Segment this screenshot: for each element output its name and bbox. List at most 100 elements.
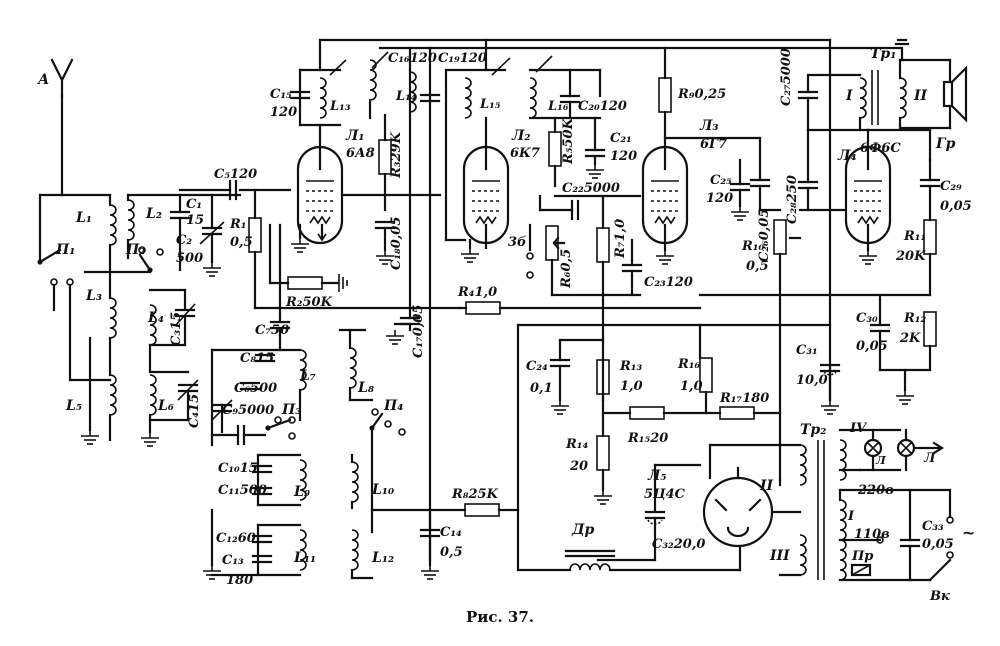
c2-label: C₂ xyxy=(176,233,192,248)
c14-label: C₁₄ xyxy=(440,525,462,540)
coil-l9-label: L₉ xyxy=(293,484,310,500)
lamp1-type: 6А8 xyxy=(346,146,375,161)
mains-symbol: ~ xyxy=(962,523,975,542)
coil-l11-label: L₁₁ xyxy=(293,550,316,566)
c30-value: 0,05 xyxy=(856,339,888,354)
c25-label: C₂₅ xyxy=(710,173,732,188)
lamp2-type: 6К7 xyxy=(510,146,540,161)
c12-label: C₁₂60 xyxy=(216,531,256,546)
r16-label: R₁₆ xyxy=(677,357,700,372)
choke-label: Др xyxy=(571,522,594,538)
c3-label: C₃15 xyxy=(169,312,184,346)
c23-label: C₂₃120 xyxy=(644,275,693,290)
r11-value: 20K xyxy=(895,249,926,264)
r11-label: R₁₁ xyxy=(903,229,926,244)
coil-l8-label: L₈ xyxy=(357,380,374,396)
c14-value: 0,5 xyxy=(440,545,463,560)
speaker xyxy=(942,58,968,130)
tr1-label: Тр₁ xyxy=(870,46,896,62)
c1-value: 15 xyxy=(186,213,204,228)
coil-l3-label: L₃ xyxy=(85,288,102,304)
coil-l6-label: L₆ xyxy=(157,398,174,414)
r7-label: R₇1,0 xyxy=(613,219,628,259)
r8-label: R₈25K xyxy=(451,487,499,502)
c30-label: C₃₀ xyxy=(856,311,878,326)
c33-value: 0,05 xyxy=(922,537,954,552)
r5-label: R₅50K xyxy=(561,117,576,165)
r13-value: 1,0 xyxy=(620,379,643,394)
c28-label: C₂₈250 xyxy=(785,175,800,224)
r15-label: R₁₅20 xyxy=(627,431,668,446)
lamp3-label: Л₃ xyxy=(699,118,719,134)
speaker-label: Гр xyxy=(935,136,956,152)
lamp2-label: Л₂ xyxy=(511,128,531,144)
switch-p3: П₃ xyxy=(265,402,301,440)
r10-value: 0,5 xyxy=(746,259,769,274)
winding-ii-label: II xyxy=(913,88,928,104)
r6-label: R₆0,5 xyxy=(559,249,574,289)
c17-label: C₁₇0,05 xyxy=(411,305,426,358)
c16-label: C₁₆120 xyxy=(388,51,437,66)
coil-l1-label: L₁ xyxy=(75,210,92,226)
coil-l13-label: L₁₃ xyxy=(329,99,351,114)
winding-ii2-label: II xyxy=(759,478,774,494)
c7-label: C₇50 xyxy=(255,323,289,338)
r12-label: R₁₂ xyxy=(903,311,926,326)
c2-value: 500 xyxy=(176,251,203,266)
switch-p4: П₄ xyxy=(369,398,406,436)
c29-label: C₂₉ xyxy=(940,179,962,194)
r12-value: 2K xyxy=(899,331,921,346)
antenna-label: А xyxy=(37,72,49,88)
c1-label: C₁ xyxy=(186,197,202,212)
c6-label: C₆500 xyxy=(234,381,277,396)
c24-value: 0,1 xyxy=(530,381,553,396)
lamp5-label: Л₅ xyxy=(647,468,667,484)
pickup-label: 3б xyxy=(508,235,527,250)
c15-value: 120 xyxy=(270,105,297,120)
coil-l16-label: L₁₆ xyxy=(547,99,569,114)
tr2-label: Тр₂ xyxy=(800,422,826,438)
c8-label: C₈15 xyxy=(240,351,274,366)
r13-label: R₁₃ xyxy=(619,359,642,374)
fuse-label: Пр xyxy=(851,549,873,564)
r16-value: 1,0 xyxy=(680,379,703,394)
c21-value: 120 xyxy=(610,149,637,164)
lamp4-label: Л₄ xyxy=(837,148,857,164)
lamp4-type: 6Ф6С xyxy=(860,141,901,156)
c25-value: 120 xyxy=(706,191,733,206)
switch-p1-label: П₁ xyxy=(55,242,75,258)
r14-label: R₁₄ xyxy=(565,437,588,452)
c26-label: C₂₆0,05 xyxy=(757,209,772,262)
r10-label: R₁₀ xyxy=(741,239,764,254)
pilot-label-2: Л xyxy=(923,451,936,466)
c20-label: C₂₀120 xyxy=(578,99,627,114)
switch-p4-label: П₄ xyxy=(383,398,403,414)
figure-caption: Рис. 37. xyxy=(465,608,535,626)
c15-label: C₁₅ xyxy=(270,87,292,102)
switch-p1: П₁ xyxy=(37,242,112,382)
c13-label: C₁₃ xyxy=(222,553,244,568)
r4-label: R₄1,0 xyxy=(457,285,497,300)
c31-label: C₃₁ xyxy=(796,343,818,358)
c5-label: C₅120 xyxy=(214,167,257,182)
c24-label: C₂₄ xyxy=(526,359,548,374)
pilot-label-1: Л xyxy=(875,454,887,467)
coil-l4-label: L₄ xyxy=(147,310,164,326)
lamp3-type: 6Г7 xyxy=(700,137,727,152)
c29-value: 0,05 xyxy=(940,199,972,214)
switch-p2-label: П₂ xyxy=(125,242,145,258)
coil-l14-label: L₁₄ xyxy=(395,89,417,104)
coil-l12-label: L₁₂ xyxy=(371,550,394,566)
c19-label: C₁₉120 xyxy=(438,51,487,66)
antenna: А xyxy=(37,58,112,262)
c18-label: C₁₈0,05 xyxy=(389,217,404,270)
c9-label: C₉5000 xyxy=(222,403,274,418)
c33-label: C₃₃ xyxy=(922,519,944,534)
lamp5-type: 5Ц4С xyxy=(644,487,686,502)
coil-l2-label: L₂ xyxy=(145,206,162,222)
coil-l10-label: L₁₀ xyxy=(371,482,394,498)
c10-label: C₁₀15 xyxy=(218,461,258,476)
coil-l5-label: L₅ xyxy=(65,398,82,414)
ht-bus xyxy=(318,38,902,562)
